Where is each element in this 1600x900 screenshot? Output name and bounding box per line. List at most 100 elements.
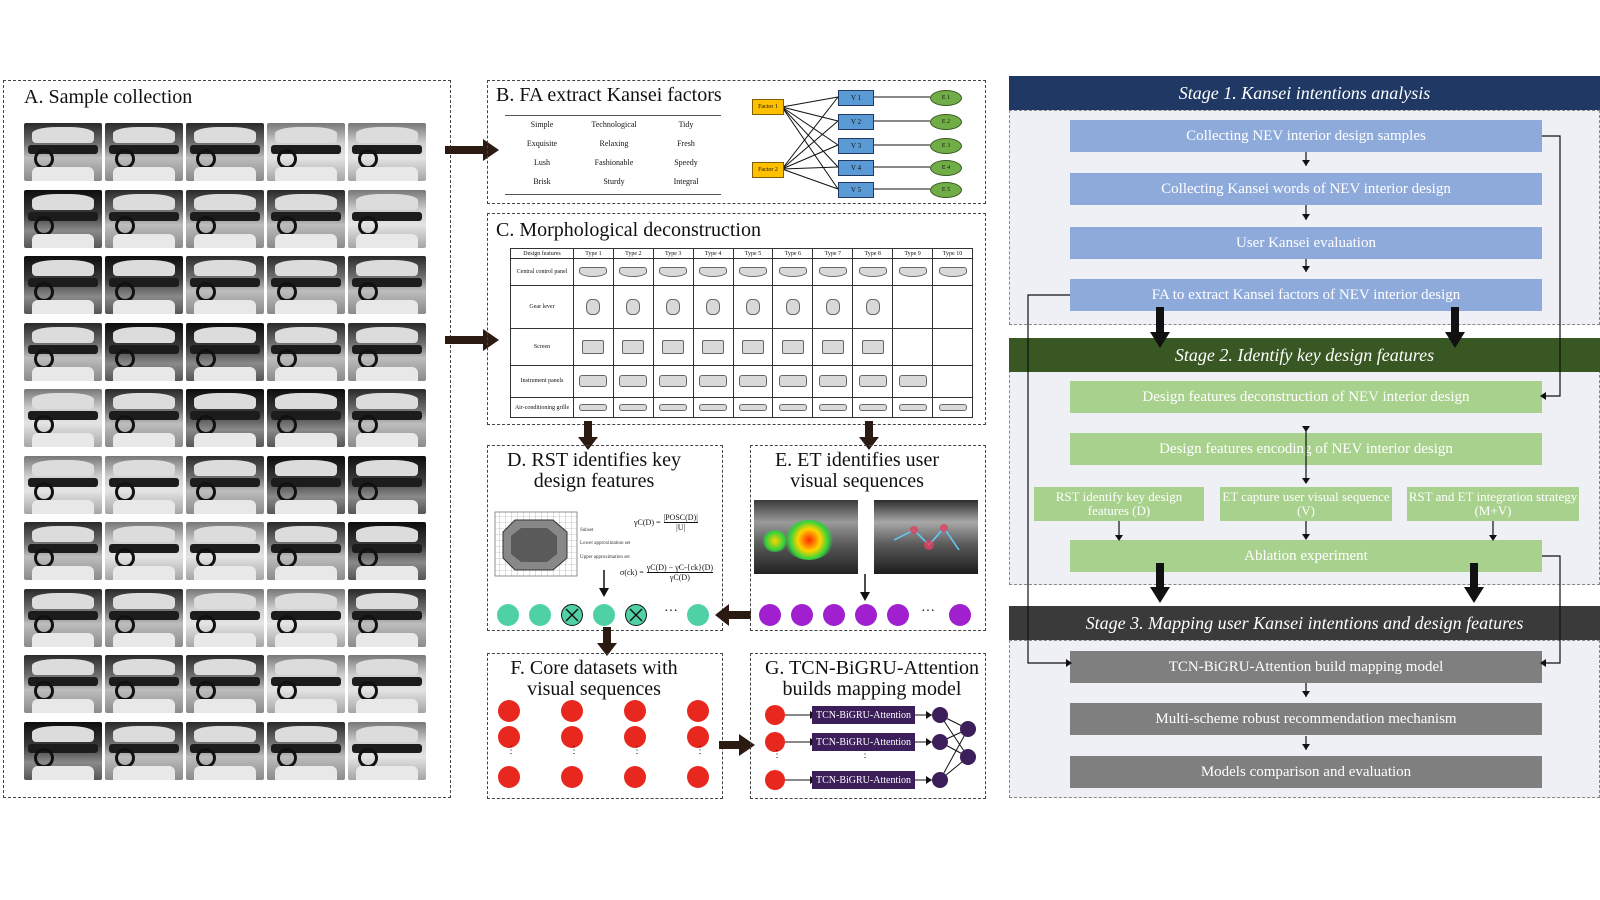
- visual-sequence-dot: [949, 604, 971, 626]
- morph-shape-icon: [818, 375, 847, 388]
- fa-variable-box: V 5: [838, 182, 874, 198]
- vertical-ellipsis: ⋮: [569, 745, 579, 756]
- step-et-capture: ET capture user visual sequence (V): [1220, 487, 1392, 521]
- car-interior-sample-image: [105, 455, 183, 514]
- vertical-ellipsis: ⋮: [695, 745, 705, 756]
- output-node: [960, 721, 976, 737]
- panel-rst-key-features: D. RST identifies key design features: [487, 445, 723, 631]
- visual-sequence-dot: [759, 604, 781, 626]
- fa-error-ellipse: E 3: [930, 138, 962, 154]
- arrow-f-to-g: [719, 734, 755, 756]
- ellipsis-d: ···: [664, 604, 678, 619]
- car-interior-sample-image: [186, 389, 264, 447]
- panel-g-title: G. TCN-BiGRU-Attention builds mapping mo…: [764, 657, 980, 700]
- morph-shape-cell: [772, 397, 814, 418]
- tcn-block: TCN-BiGRU-Attention: [812, 706, 915, 724]
- morph-shape-icon: [858, 404, 887, 412]
- car-interior-sample-image: [348, 256, 426, 314]
- stage1-header: Stage 1. Kansei intentions analysis: [1009, 76, 1600, 110]
- kansei-word: Simple: [530, 120, 554, 129]
- morph-shape-icon: [785, 298, 800, 315]
- eye-tracking-heatmap-image: [754, 500, 858, 574]
- morph-shape-cell: [573, 257, 614, 287]
- fa-error-ellipse: E 1: [930, 90, 962, 106]
- formula1-left: γC(D) =: [634, 518, 661, 527]
- morph-shape-icon: [582, 339, 605, 354]
- kansei-word: Relaxing: [599, 139, 629, 148]
- car-interior-sample-image: [105, 389, 183, 447]
- step-collect-samples: Collecting NEV interior design samples: [1070, 120, 1542, 152]
- panel-sample-collection: A. Sample collection: [3, 80, 451, 798]
- car-interior-sample-image: [24, 123, 102, 181]
- morph-shape-cell: [732, 257, 774, 287]
- stage3-header: Stage 3. Mapping user Kansei intentions …: [1009, 606, 1600, 640]
- kansei-word: Brisk: [533, 177, 551, 186]
- morph-shape-icon: [626, 298, 641, 315]
- car-interior-sample-image: [348, 588, 426, 647]
- visual-sequence-dot: [887, 604, 909, 626]
- car-interior-sample-image: [186, 721, 264, 780]
- morph-shape-icon: [659, 404, 688, 412]
- fa-factor-box: Factor 2: [752, 162, 784, 178]
- car-interior-sample-image: [105, 322, 183, 381]
- morph-shape-icon: [666, 298, 681, 315]
- car-interior-sample-image: [186, 455, 264, 514]
- fa-factor-box: Factor 1: [752, 99, 784, 115]
- fa-error-ellipse: E 2: [930, 114, 962, 130]
- formula2-left: σ(ck) =: [620, 568, 644, 577]
- morph-shape-cell: [612, 327, 654, 366]
- morph-header-cell: Type 9: [892, 248, 934, 259]
- morph-header-cell: Type 5: [732, 248, 774, 259]
- kept-feature-dot: [529, 604, 551, 626]
- morph-shape-cell: [812, 327, 854, 366]
- dataset-dot: [624, 726, 646, 748]
- dataset-dot: [561, 726, 583, 748]
- morph-header-cell: Design features: [510, 248, 574, 259]
- formula2-denominator: γC(D): [669, 573, 690, 582]
- car-interior-sample-image: [267, 655, 345, 713]
- car-interior-sample-image: [105, 256, 183, 314]
- dataset-dot: [561, 766, 583, 788]
- fa-variable-box: V 4: [838, 160, 874, 176]
- morph-shape-cell: [612, 257, 654, 287]
- morph-shape-cell: [652, 397, 694, 418]
- morph-shape-cell: [932, 364, 973, 399]
- morph-shape-cell: [772, 285, 814, 329]
- fa-variable-box: V 1: [838, 90, 874, 106]
- morph-shape-cell: [732, 285, 774, 329]
- morph-shape-cell: [612, 285, 654, 329]
- panel-f-title: F. Core datasets with visual sequences: [510, 657, 678, 700]
- morph-shape-icon: [898, 375, 927, 388]
- morph-shape-cell: [932, 397, 973, 418]
- morph-shape-cell: [932, 285, 973, 329]
- car-interior-sample-image: [24, 455, 102, 514]
- morph-shape-icon: [778, 375, 807, 388]
- car-interior-sample-image: [186, 189, 264, 248]
- morph-shape-icon: [619, 404, 648, 412]
- morph-shape-icon: [818, 404, 847, 412]
- dataset-dot: [687, 766, 709, 788]
- car-interior-sample-image: [348, 522, 426, 580]
- morph-shape-icon: [861, 339, 884, 354]
- arrow-c-to-d: [578, 421, 598, 450]
- car-interior-sample-image: [267, 721, 345, 780]
- morph-shape-icon: [898, 267, 927, 278]
- eye-tracking-scanpath-image: [874, 500, 978, 574]
- morph-shape-icon: [778, 267, 807, 278]
- car-interior-sample-image: [105, 189, 183, 248]
- morph-shape-icon: [702, 339, 725, 354]
- morph-shape-cell: [892, 257, 934, 287]
- ellipsis-g-input: ⋮: [772, 749, 782, 760]
- morph-shape-icon: [699, 375, 728, 388]
- car-interior-sample-image: [105, 123, 183, 181]
- car-interior-sample-image: [24, 389, 102, 447]
- dataset-dot: [498, 700, 520, 722]
- morph-shape-cell: [772, 327, 814, 366]
- morph-header-cell: Type 3: [652, 248, 694, 259]
- morph-shape-cell: [612, 397, 654, 418]
- morph-shape-icon: [825, 298, 840, 315]
- morph-shape-cell: [932, 257, 973, 287]
- morph-row-label: Central control panel: [510, 257, 574, 287]
- morph-shape-cell: [852, 257, 894, 287]
- formula1-numerator: |POSC(D)|: [663, 513, 698, 523]
